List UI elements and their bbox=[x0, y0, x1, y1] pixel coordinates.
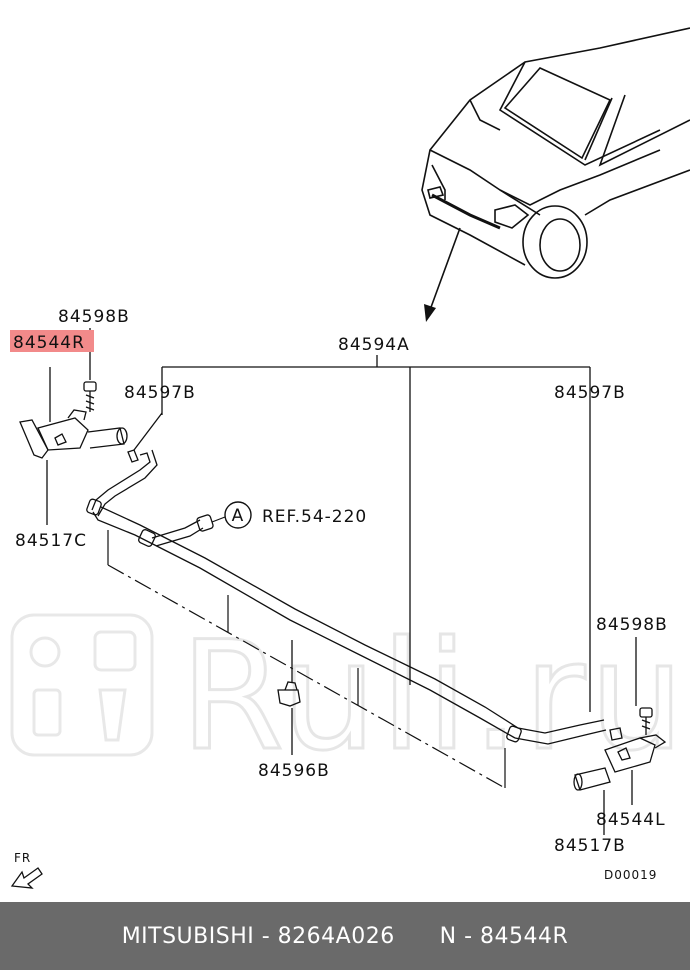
diagram-code: D00019 bbox=[604, 868, 657, 882]
pointer-arrow bbox=[424, 227, 461, 322]
label-84517C: 84517C bbox=[15, 531, 87, 551]
hose-clip bbox=[277, 640, 301, 755]
washer-hose bbox=[86, 449, 607, 745]
label-84544L: 84544L bbox=[596, 810, 666, 830]
vehicle-outline bbox=[421, 27, 690, 279]
label-84597B-left: 84597B bbox=[124, 383, 196, 403]
reference-dashed-line bbox=[107, 530, 506, 789]
highlight-box bbox=[10, 330, 94, 352]
left-headlamp-washer bbox=[19, 367, 128, 525]
label-84598B-right: 84598B bbox=[596, 615, 668, 635]
front-direction-indicator: FR bbox=[10, 851, 43, 889]
label-ref: REF.54-220 bbox=[262, 507, 367, 527]
right-bolt bbox=[635, 637, 653, 735]
label-84544R: 84544R bbox=[13, 333, 85, 353]
label-84517B: 84517B bbox=[554, 836, 626, 856]
label-84598B-left: 84598B bbox=[58, 307, 130, 327]
hose-assembly-bracket bbox=[161, 355, 591, 712]
watermark-text: Ruli.ru bbox=[180, 610, 688, 784]
parts-diagram: Ruli.ru bbox=[10, 27, 690, 889]
left-check-valve bbox=[127, 412, 163, 463]
right-headlamp-washer bbox=[573, 734, 667, 805]
label-84594A: 84594A bbox=[338, 335, 410, 355]
direction-label: FR bbox=[14, 851, 31, 865]
label-84597B-right: 84597B bbox=[554, 383, 626, 403]
right-check-valve bbox=[609, 727, 623, 741]
watermark: Ruli.ru bbox=[10, 609, 688, 786]
reference-marker: A bbox=[211, 501, 252, 529]
footer-bar: MITSUBISHI - 8264A026 N - 84544R bbox=[0, 902, 690, 970]
footer-text: MITSUBISHI - 8264A026 N - 84544R bbox=[121, 923, 569, 949]
reference-marker-letter: A bbox=[232, 506, 245, 526]
label-84596B: 84596B bbox=[258, 761, 330, 781]
front-arrow-icon bbox=[10, 867, 43, 889]
